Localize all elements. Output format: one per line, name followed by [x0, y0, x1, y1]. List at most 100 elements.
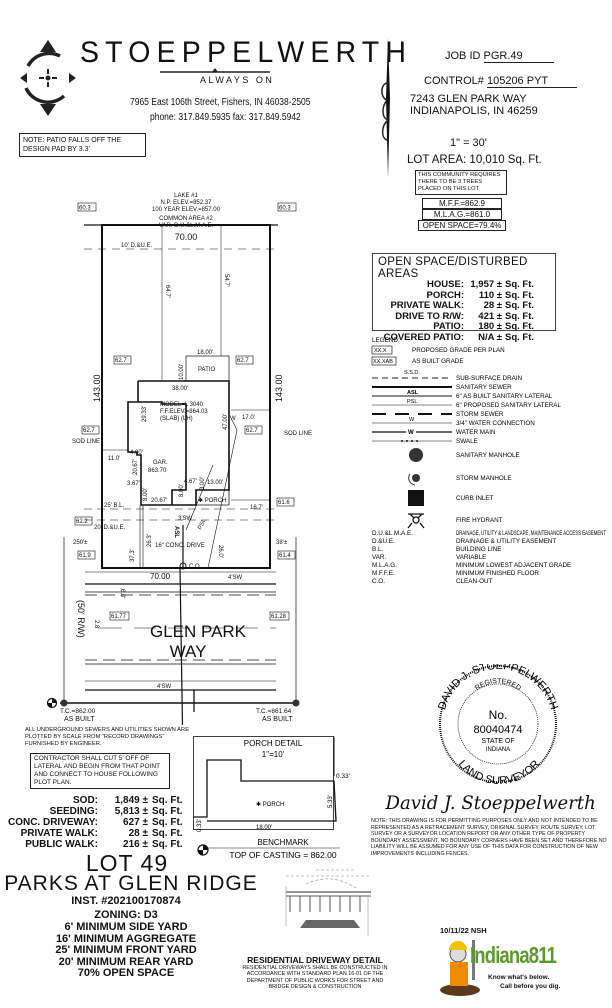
- grade-label: 60.3: [79, 206, 91, 212]
- patio-note: NOTE: PATIO FALLS OFF THE DESIGN PAD BY …: [19, 133, 146, 157]
- dim: 6.0': [119, 589, 125, 599]
- psl-label: PSL: [197, 517, 208, 530]
- trees-note: THIS COMMUNITY REQUIRES THERE TO BE 3 TR…: [415, 170, 507, 195]
- brand-name: STOEPPELWERTH: [80, 36, 413, 69]
- garage-label: GAR.: [153, 460, 168, 466]
- city: INDIANAPOLIS, IN 46259: [410, 105, 538, 117]
- benchmark-value: TOP OF CASTING = 862.00: [229, 850, 336, 860]
- svg-text:LAND SURVEYOR: LAND SURVEYOR: [456, 758, 543, 787]
- row-unit: Sq. Ft.: [505, 331, 535, 343]
- street-name-2: WAY: [170, 642, 207, 661]
- tagline: ALWAYS ON: [200, 75, 275, 85]
- abbr-term: D.&U.E.: [372, 538, 395, 545]
- abbr-term: B.L.: [372, 546, 383, 553]
- driveway-detail-drawing: [285, 869, 371, 936]
- instrument-number: INST. #202100170874: [71, 895, 181, 907]
- walk-label: 3'SW: [178, 516, 192, 522]
- benchmark-label: BENCHMARK: [257, 838, 309, 847]
- stat-label: SEEDING:: [49, 806, 98, 817]
- as-built-left: AS BUILT: [64, 716, 95, 723]
- fire-hydrant-icon: [407, 513, 425, 529]
- svg-text:REGISTERED: REGISTERED: [474, 678, 522, 692]
- seal-title: LAND SURVEYOR: [456, 758, 543, 787]
- stat-row: SOD:1,849 ±Sq. Ft.: [6, 795, 183, 806]
- legend-item: SUB-SURFACE DRAIN: [456, 375, 523, 382]
- np-elev: N.P. ELEV.=852.37: [161, 200, 213, 206]
- dim: 8.00': [143, 488, 149, 501]
- right-of-way: (50' R/W): [76, 600, 86, 638]
- street-name: GLEN PARK: [150, 622, 247, 641]
- model-label: MODEL=L 3040: [160, 402, 204, 408]
- disturbed-area-stats: SOD:1,849 ±Sq. Ft.SEEDING:5,813 ±Sq. Ft.…: [6, 795, 183, 850]
- dim: 47.00': [223, 414, 229, 430]
- mff-box: M.F.F.=862.9: [422, 198, 502, 209]
- front-easement: 20' D.&U.E.: [94, 525, 125, 531]
- lot-area: LOT AREA: 10,010 Sq. Ft.: [407, 154, 542, 166]
- seal-state: STATE OF: [481, 738, 514, 745]
- sod-line-right: SOD LINE: [284, 431, 312, 437]
- stat-row: PUBLIC WALK:216 ±Sq. Ft.: [6, 839, 182, 850]
- scale: 1" = 30': [450, 137, 487, 149]
- top-of-curb-left: T.C.=862.00: [60, 708, 96, 715]
- dim: 26.0': [217, 545, 223, 558]
- dim: 13.00': [207, 480, 223, 486]
- ff-elev: F.F.ELEV.=864.03: [160, 409, 208, 415]
- job-id-label: JOB ID: [445, 50, 481, 62]
- common-area: COMMON AREA #2: [159, 216, 213, 222]
- logo-line1: Know what's below.: [488, 974, 550, 981]
- row-unit: Sq. Ft.: [505, 300, 535, 311]
- legend-sym: S.S.D.: [404, 370, 420, 376]
- curb-inlet-icon: [408, 490, 424, 506]
- abbr-term: VAR.: [372, 554, 386, 561]
- stat-row: CONC. DRIVEWAY:627 ±Sq. Ft.: [6, 817, 183, 828]
- stat-value: 28 ±: [128, 828, 148, 839]
- garage-elev: 863.70: [148, 468, 167, 474]
- brand-underline: [160, 68, 270, 73]
- logo-line2: Call before you dig.: [500, 983, 561, 990]
- abbr-term: M.L.A.G.: [372, 562, 397, 569]
- grade-label: 61.4: [279, 553, 291, 559]
- dim: 4.00': [130, 450, 143, 456]
- abbr-definition: CLEAN-OUT: [456, 578, 493, 585]
- street: 7243 GLEN PARK WAY: [410, 93, 527, 105]
- stat-label: CONC. DRIVEWAY:: [7, 817, 98, 828]
- porch-detail-scale: 1"=10': [262, 750, 285, 759]
- legend-item: SANITARY MANHOLE: [456, 452, 520, 459]
- company-logo-icon: [20, 40, 76, 116]
- grade-label: 61.77: [111, 614, 127, 620]
- zoning-requirement: 6' MINIMUM SIDE YARD: [64, 921, 188, 933]
- row-value: 421 ±: [478, 310, 502, 322]
- grade-label: 62.7: [246, 428, 258, 434]
- abbr-definition: BUILDING LINE: [456, 546, 502, 553]
- dim: 38'±: [276, 540, 288, 546]
- dim: 37.3': [130, 549, 136, 562]
- dim: 20.67': [151, 498, 167, 504]
- control-value: 105206 PYT: [486, 75, 577, 88]
- row-value: N/A ±: [478, 331, 502, 343]
- dim: 3.67': [127, 481, 140, 487]
- legend-item: 3/4" WATER CONNECTION: [456, 420, 535, 427]
- cleanout-label: C.O.: [189, 564, 202, 570]
- abbr-definition: DRAINAGE, UTILITY & LANDSCAPE, MAINTENAN…: [456, 530, 606, 537]
- walk-label: 4'SW: [157, 684, 171, 690]
- zoning-requirement: 20' MINIMUM REAR YARD: [58, 955, 194, 968]
- grade-label: 61.6: [278, 500, 290, 506]
- dim: 18.00': [256, 825, 272, 831]
- row-label: PRIVATE WALK:: [390, 300, 464, 311]
- legend-item: 6" PROPOSED SANITARY LATERAL: [456, 402, 561, 409]
- stat-value: 1,849 ±: [114, 795, 148, 806]
- legend-sym: XX.XAB: [373, 359, 393, 365]
- job-id-value: PGR.49: [483, 50, 554, 63]
- stat-unit: Sq. Ft.: [152, 828, 183, 839]
- stat-unit: Sq. Ft.: [152, 795, 183, 806]
- row-label: DRIVE TO R/W:: [395, 310, 464, 322]
- legend-item: AS BUILT GRADE: [412, 358, 464, 365]
- stat-value: 216 ±: [123, 839, 148, 850]
- lot-depth-left: 143.00: [92, 374, 102, 402]
- stat-label: PUBLIC WALK:: [25, 839, 98, 850]
- legend-sym: PSL: [407, 399, 417, 405]
- dim: 16.7': [250, 505, 263, 511]
- legend-sym: XX.X: [374, 348, 387, 354]
- dim: 10.00': [179, 364, 185, 380]
